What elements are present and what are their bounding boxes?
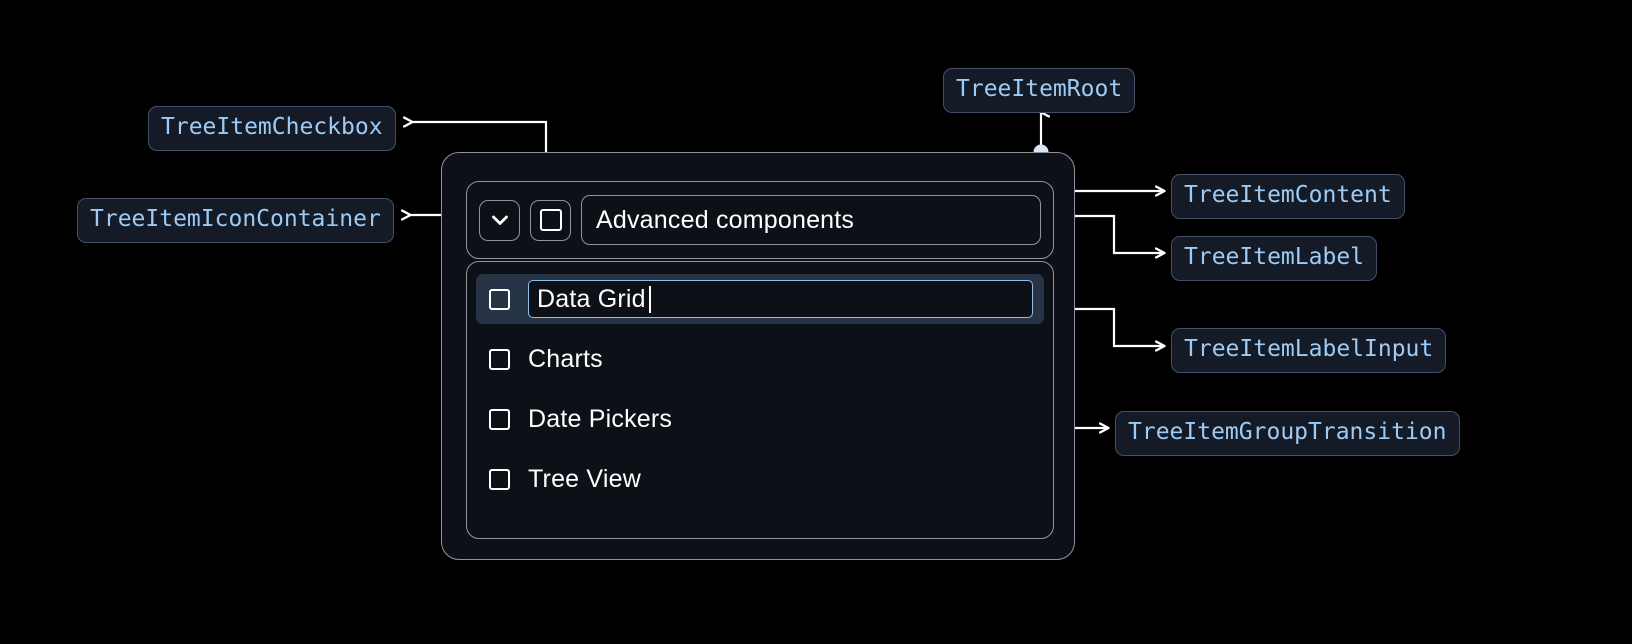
annotation-chip-group-transition: TreeItemGroupTransition [1115,411,1460,456]
tree-item-tree-view[interactable]: Tree View [467,454,1053,504]
tree-item-content[interactable]: Advanced components [466,181,1054,259]
tree-item-root[interactable]: Advanced components Data Grid Charts Dat… [441,152,1075,560]
chevron-down-icon [487,207,513,233]
tree-item-date-pickers[interactable]: Date Pickers [467,394,1053,444]
tree-item-charts[interactable]: Charts [467,334,1053,384]
text-caret [648,285,651,313]
tree-item-checkbox[interactable] [530,199,571,241]
tree-item-label[interactable]: Advanced components [581,195,1041,245]
annotation-chip-label-input: TreeItemLabelInput [1171,328,1447,373]
tree-item-data-grid[interactable]: Data Grid [476,274,1044,324]
tree-item-label-text: Advanced components [596,205,855,234]
tree-item-label-text: Charts [528,344,603,373]
tree-item-label-text: Date Pickers [528,404,673,433]
tree-item-icon-container[interactable] [479,199,520,241]
annotation-chip-content: TreeItemContent [1171,174,1405,219]
checkbox-unchecked-icon[interactable] [489,468,510,490]
checkbox-unchecked-icon[interactable] [489,288,510,310]
annotation-chip-label: TreeItemLabel [1171,236,1378,281]
checkbox-unchecked-icon[interactable] [489,408,510,430]
tree-item-group-transition: Data Grid Charts Date Pickers Tree View [466,261,1054,539]
annotation-chip-checkbox: TreeItemCheckbox [148,106,396,151]
annotation-chip-root: TreeItemRoot [943,68,1136,113]
tree-item-label-input[interactable]: Data Grid [528,280,1033,318]
checkbox-unchecked-icon[interactable] [489,348,510,370]
tree-item-label-input-value: Data Grid [537,284,646,313]
checkbox-unchecked-icon [539,209,562,231]
tree-item-label-text: Tree View [528,464,641,493]
annotation-chip-icon-container: TreeItemIconContainer [77,198,394,243]
